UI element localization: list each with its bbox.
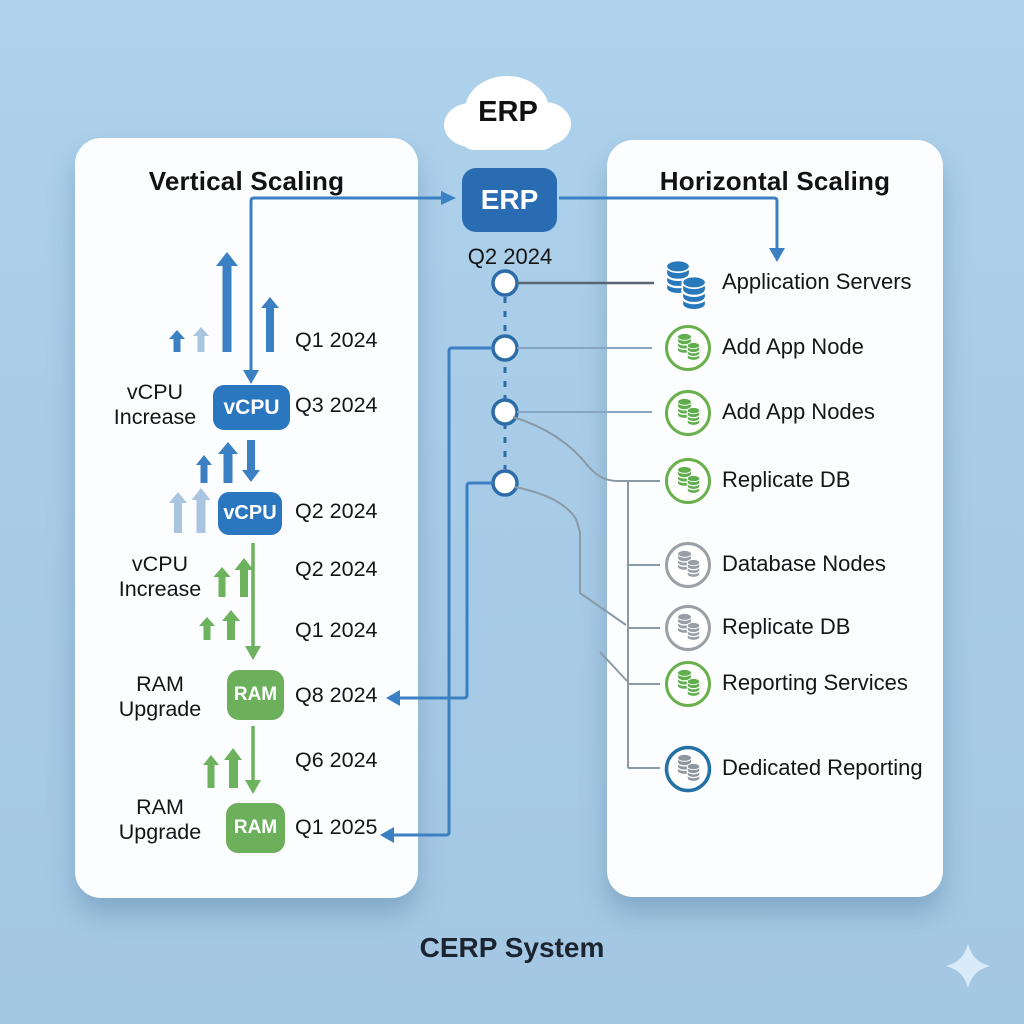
quarter-label-8: Q1 2025 (295, 815, 378, 839)
timeline-item-connectors (512, 281, 660, 769)
timeline-node-2 (491, 334, 519, 362)
quarter-label-3: Q2 2024 (295, 499, 378, 523)
vcpu-increase-label-2: vCPU Increase (118, 552, 202, 601)
item-replicate-db-2: Replicate DB (722, 614, 851, 639)
quarter-label-5: Q1 2024 (295, 618, 378, 642)
horizontal-scaling-title: Horizontal Scaling (659, 166, 891, 196)
timeline-node-1 (491, 269, 519, 297)
item-add-app-nodes: Add App Nodes (722, 399, 875, 424)
item-replicate-db-1: Replicate DB (722, 467, 851, 492)
add-app-node-icon (665, 325, 711, 371)
item-reporting-services: Reporting Services (722, 670, 908, 695)
arrowhead-into-ram-1 (245, 646, 261, 660)
add-app-nodes-icon (665, 390, 711, 436)
quarter-label-1: Q1 2024 (295, 328, 378, 352)
footer-caption: CERP System (419, 932, 605, 963)
replicate-db-gray-icon (665, 605, 711, 651)
arrowhead-into-vcpu (243, 370, 259, 384)
cloud-label: ERP (478, 96, 538, 128)
item-application-servers: Application Servers (722, 269, 912, 294)
replicate-db-green-icon (665, 458, 711, 504)
scaling-arrows-green (199, 558, 254, 788)
vcpu-box-2: vCPU (218, 492, 282, 535)
reporting-services-icon (665, 661, 711, 707)
ram-box-1: RAM (227, 670, 284, 720)
arrowhead-q1-2025 (380, 827, 394, 843)
timeline-node-4 (491, 469, 519, 497)
erp-box: ERP (462, 168, 557, 232)
sparkle-icon (946, 944, 990, 988)
item-add-app-node: Add App Node (722, 334, 864, 359)
quarter-label-2: Q3 2024 (295, 393, 378, 417)
erp-to-horizontal-connector (559, 196, 779, 248)
scaling-arrows-light-blue (169, 327, 211, 533)
ram-upgrade-label-1: RAM Upgrade (118, 672, 202, 721)
arrowhead-down-right-panel (769, 248, 785, 262)
ram-upgrade-label-2: RAM Upgrade (118, 795, 202, 844)
application-servers-icon (665, 260, 707, 311)
arrowhead-into-erp (441, 191, 456, 205)
dedicated-reporting-icon (664, 745, 712, 793)
quarter-label-6: Q8 2024 (295, 683, 378, 707)
vertical-scaling-title: Vertical Scaling (148, 166, 345, 196)
arrowhead-into-ram-2 (245, 780, 261, 794)
horizontal-scaling-panel (607, 140, 943, 897)
timeline-to-left-panel-connectors (394, 346, 493, 837)
vcpu-to-erp-connector (249, 196, 441, 370)
cloud-icon (444, 76, 571, 150)
ram-box-2: RAM (226, 803, 285, 853)
quarter-label-7: Q6 2024 (295, 748, 378, 772)
scaling-arrows-blue (169, 252, 279, 483)
item-database-nodes: Database Nodes (722, 551, 886, 576)
vcpu-increase-label-1: vCPU Increase (113, 380, 197, 429)
database-nodes-icon (665, 542, 711, 588)
timeline-node-3 (491, 398, 519, 426)
item-dedicated-reporting: Dedicated Reporting (722, 755, 923, 780)
erp-date-label: Q2 2024 (467, 244, 553, 269)
vcpu-box-1: vCPU (213, 385, 290, 430)
quarter-label-4: Q2 2024 (295, 557, 378, 581)
arrowhead-q8-2024 (386, 690, 400, 706)
erp-box-label: ERP (480, 184, 539, 215)
